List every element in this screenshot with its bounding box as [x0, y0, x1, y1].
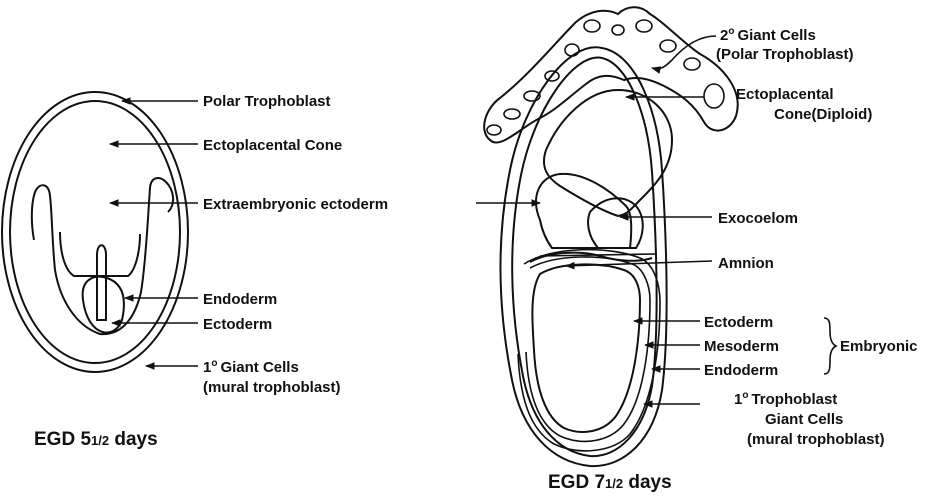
caption-right-suffix: days	[623, 472, 672, 493]
left-egg-cylinder-outer	[32, 178, 173, 334]
caption-right-prefix: EGD 7	[548, 472, 605, 493]
label-extraembryonic-ectoderm: Extraembryonic ectoderm	[203, 196, 388, 213]
giant-cell-nucleus	[660, 40, 676, 52]
secondary-giant-text: Giant Cells	[737, 27, 815, 44]
right-exocoelom	[588, 198, 643, 248]
troph-degree: o	[742, 390, 748, 401]
left-central-core	[97, 245, 106, 320]
giant-cells-text: Giant Cells	[220, 359, 298, 376]
left-labels: Polar Trophoblast Ectoplacental Cone Ext…	[34, 93, 388, 450]
caption-right-fraction: 1/2	[605, 476, 623, 491]
label-trophoblast-giant-cells: Giant Cells	[765, 411, 843, 428]
label-left-endoderm: Endoderm	[203, 291, 277, 308]
label-ectoplacental: Ectoplacental	[736, 86, 834, 103]
label-ectoplacental-cone: Ectoplacental Cone	[203, 137, 342, 154]
giant-cell-nucleus	[704, 84, 724, 108]
label-amnion: Amnion	[718, 255, 774, 272]
label-exocoelom: Exocoelom	[718, 210, 798, 227]
label-left-mural-trophoblast: (mural trophoblast)	[203, 379, 341, 396]
giant-cells-degree: o	[211, 358, 217, 369]
caption-left-fraction: 1/2	[91, 433, 109, 448]
label-left-ectoderm: Ectoderm	[203, 316, 272, 333]
label-right-endoderm: Endoderm	[704, 362, 778, 379]
right-embryo-drawing	[484, 7, 738, 466]
label-polar-trophoblast: Polar Trophoblast	[203, 93, 331, 110]
giant-cells-number: 1	[203, 359, 211, 376]
troph-number: 1	[734, 391, 742, 408]
caption-egd-7-5: EGD 71/2 days	[548, 472, 672, 493]
left-egg-cylinder-inner	[60, 232, 140, 276]
giant-cell-nucleus	[504, 109, 520, 119]
giant-cell-nucleus	[487, 125, 501, 135]
right-extraembryonic-ectoderm	[536, 174, 631, 248]
label-right-mural-trophoblast: (mural trophoblast)	[747, 431, 885, 448]
caption-egd-5-5: EGD 51/2 days	[34, 429, 158, 450]
giant-cell-nucleus	[612, 25, 624, 35]
left-proamniotic-cavity	[83, 277, 124, 333]
label-embryonic: Embryonic	[840, 338, 918, 355]
label-right-ectoderm: Ectoderm	[704, 314, 773, 331]
secondary-giant-number: 2	[720, 27, 728, 44]
right-embryonic-ectoderm	[532, 264, 640, 432]
label-mesoderm: Mesoderm	[704, 338, 779, 355]
right-polar-giant-cell-layer	[484, 7, 738, 142]
label-polar-trophoblast-paren: (Polar Trophoblast)	[716, 46, 854, 63]
caption-left-prefix: EGD 5	[34, 429, 91, 450]
giant-cell-nucleus	[584, 20, 600, 32]
caption-left-suffix: days	[109, 429, 158, 450]
giant-cell-nucleus	[636, 20, 652, 32]
left-embryo-drawing	[2, 92, 188, 372]
right-mesoderm	[526, 257, 650, 441]
giant-cell-nucleus	[565, 44, 579, 56]
embryonic-brace	[824, 318, 836, 374]
secondary-giant-degree: o	[728, 26, 734, 37]
label-cone-diploid: Cone(Diploid)	[774, 106, 872, 123]
troph-text: Trophoblast	[751, 391, 837, 408]
giant-cell-nucleus	[684, 58, 700, 70]
left-outer-trophoblast	[2, 92, 188, 372]
